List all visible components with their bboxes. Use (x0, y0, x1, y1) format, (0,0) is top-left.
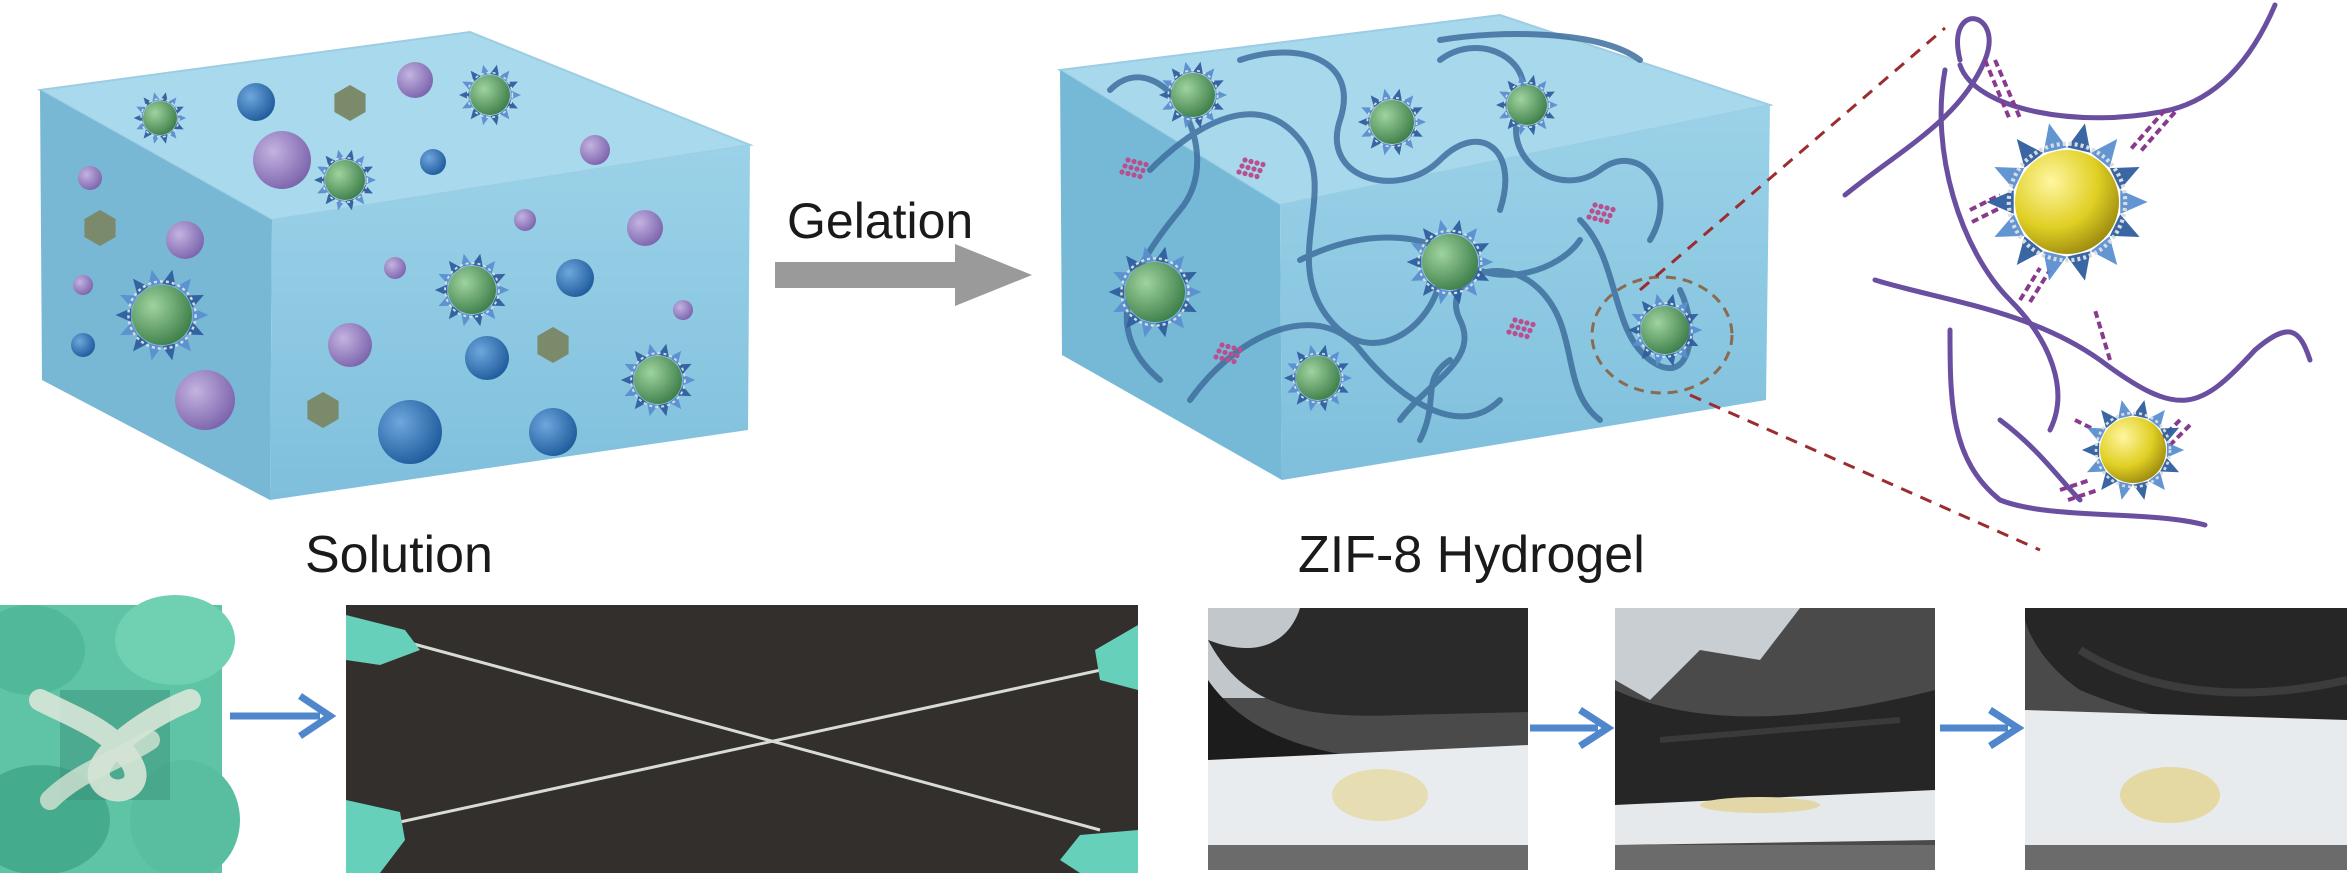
zoom-selection (1590, 275, 1734, 395)
purple-bead (328, 323, 372, 367)
arrow-photo-2 (1530, 707, 1615, 749)
blue-bead (529, 408, 577, 456)
linker-hexagon (307, 392, 339, 428)
crosslink-cluster (1213, 342, 1243, 365)
purple-bead (514, 209, 536, 231)
purple-bead (78, 166, 102, 190)
purple-bead (580, 135, 610, 165)
gelation-label: Gelation (787, 193, 973, 249)
blue-bead (378, 400, 442, 464)
solution-block (36, 30, 754, 500)
purple-bead (166, 221, 204, 259)
gelation-arrow (775, 244, 1032, 306)
zif8-particle (1283, 344, 1353, 412)
purple-bead (397, 62, 433, 98)
hydrogel-label: ZIF-8 Hydrogel (1298, 526, 1645, 584)
linker-hexagon (334, 85, 366, 121)
solution-label: Solution (305, 526, 493, 584)
zif8-particle (314, 149, 376, 211)
zoom-lines (1639, 26, 2041, 552)
zif8-particle (620, 343, 696, 417)
purple-bead (384, 257, 406, 279)
linker-hexagon (84, 210, 116, 246)
linker-hexagon (537, 327, 569, 363)
zif8-particle (1627, 293, 1703, 367)
crosslink-cluster (1506, 317, 1536, 340)
blue-bead (237, 83, 275, 121)
zif8-particle (1357, 88, 1427, 156)
purple-bead (673, 300, 693, 320)
crosslink-cluster (1236, 157, 1266, 180)
tire-after-photo (2025, 608, 2347, 870)
zif8-particle (434, 253, 510, 327)
zif8-particle-zoom (2081, 400, 2185, 500)
zif8-particle (133, 92, 187, 144)
purple-bead (73, 275, 93, 295)
purple-bead (253, 131, 311, 189)
crosslink-cluster (1586, 202, 1616, 225)
zif8-particle (1158, 61, 1228, 129)
zoom-inset (1842, 2, 2313, 528)
zif8-particle (1108, 246, 1202, 338)
stretched-fibers-photo (346, 605, 1138, 873)
tire-during-photo (1615, 608, 1935, 870)
zif8-particle (115, 269, 209, 361)
blue-bead (556, 259, 594, 297)
arrow-photo-3 (1940, 707, 2025, 749)
zif8-particle (1496, 74, 1558, 136)
hydrogel-block (1057, 13, 1774, 480)
zif8-particle (459, 64, 521, 126)
blue-bead (71, 333, 95, 357)
arrow-photo-1 (230, 693, 337, 739)
zif8-particle-zoom (1986, 123, 2148, 281)
blue-bead (465, 336, 509, 380)
crosslink-cluster (1119, 157, 1149, 180)
blue-bead (420, 149, 446, 175)
knot-photo (0, 595, 240, 873)
tire-before-photo (1208, 608, 1528, 870)
zif8-particle (1406, 219, 1494, 305)
purple-bead (627, 210, 663, 246)
purple-bead (175, 370, 235, 430)
